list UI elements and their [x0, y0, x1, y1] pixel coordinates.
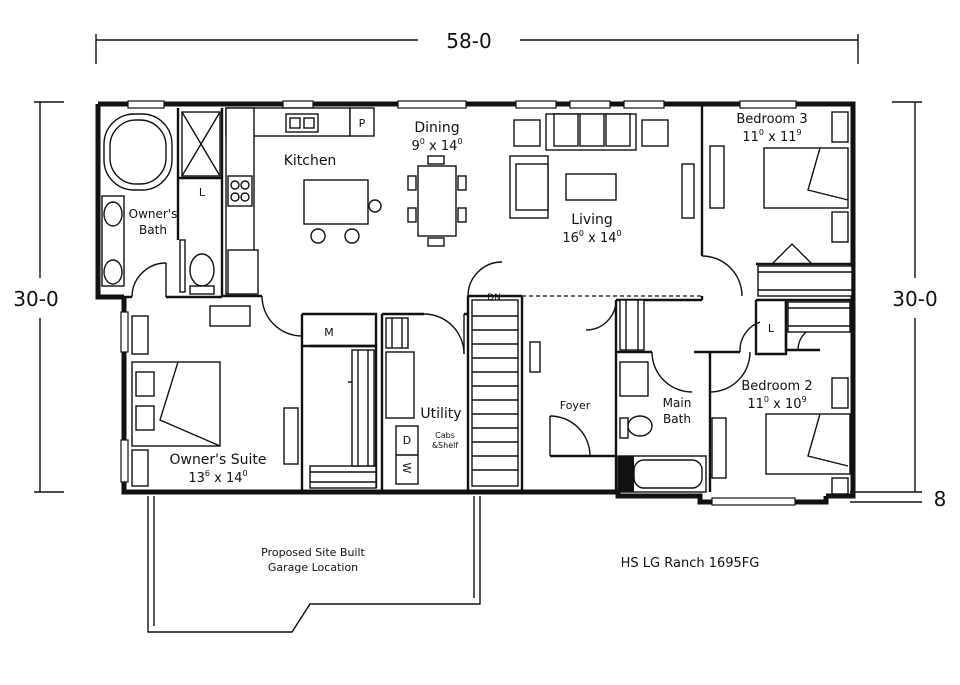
main-bath-fixtures — [617, 299, 707, 493]
owners-bath-label-line1: Owner's — [129, 207, 178, 221]
owners-bath-label-line2: Bath — [139, 223, 167, 237]
dryer-label: D — [403, 434, 411, 447]
garage-label-line1: Proposed Site Built — [261, 546, 365, 559]
dimension-lines: 58-0 30-0 30-0 8 — [13, 29, 946, 511]
mech-label: M — [324, 326, 334, 339]
owners-suite-furniture: M — [131, 305, 377, 489]
utility-fixtures: D W — [385, 317, 419, 485]
door-swings — [131, 243, 821, 457]
right-depth-dimension: 30-0 — [892, 287, 937, 311]
utility-label: Utility — [420, 406, 461, 422]
foyer-label: Foyer — [560, 399, 591, 412]
stairs: DN — [471, 293, 541, 487]
stairs-down-label: DN — [487, 293, 501, 303]
living-furniture — [407, 113, 695, 247]
left-depth-dimension: 30-0 — [13, 287, 58, 311]
linen-bed3-label: L — [768, 322, 775, 335]
owners-bath-fixtures: L — [101, 111, 221, 295]
bedroom2-furniture — [711, 301, 851, 495]
offset-dimension: 8 — [934, 487, 947, 511]
garage-outline — [147, 496, 481, 633]
washer-label: W — [400, 463, 413, 474]
bedroom3-furniture: L — [709, 111, 853, 335]
kitchen-fixtures: P — [225, 107, 382, 295]
width-dimension: 58-0 — [446, 29, 491, 53]
bedroom2-size: 110 x 109 — [747, 395, 806, 412]
dining-size: 90 x 140 — [412, 137, 463, 154]
living-label: Living — [571, 212, 613, 228]
bedroom3-label: Bedroom 3 — [736, 112, 807, 127]
main-bath-label-line2: Bath — [663, 412, 691, 426]
kitchen-label: Kitchen — [284, 153, 337, 169]
utility-note-line1: Cabs — [435, 431, 455, 440]
garage-label-line2: Garage Location — [268, 561, 358, 574]
main-bath-label-line1: Main — [663, 396, 692, 410]
bedroom2-label: Bedroom 2 — [741, 379, 812, 394]
owners-suite-label: Owner's Suite — [169, 452, 266, 468]
bedroom3-size: 110 x 119 — [742, 128, 801, 145]
utility-note-line2: &Shelf — [432, 441, 459, 450]
living-size: 160 x 140 — [562, 229, 621, 246]
dining-label: Dining — [414, 120, 459, 136]
pantry-label: P — [359, 117, 366, 130]
model-name: HS LG Ranch 1695FG — [621, 556, 760, 571]
room-labels: Kitchen Dining 90 x 140 Living 160 x 140… — [129, 112, 813, 486]
linen-owner-label: L — [199, 186, 206, 199]
owners-suite-size: 136 x 140 — [188, 469, 247, 486]
